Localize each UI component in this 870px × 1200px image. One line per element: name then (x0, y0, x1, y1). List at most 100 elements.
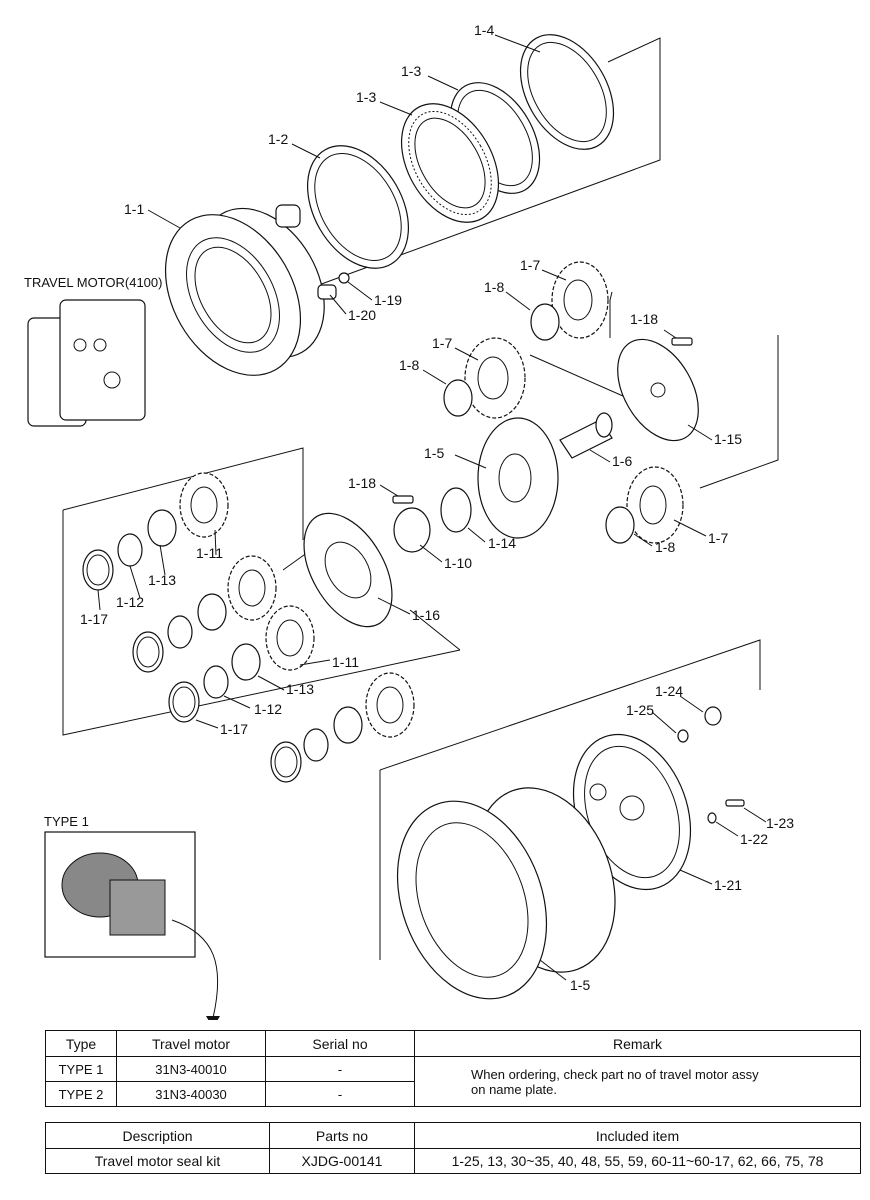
part-1-8-needle-top (530, 303, 560, 341)
cell-serial-no: - (265, 1056, 415, 1082)
part-1-3-bearing (400, 103, 500, 223)
cell-type: TYPE 2 (45, 1081, 117, 1107)
callout-1-12: 1-12 (254, 701, 282, 717)
callouts: 1-4 1-3 1-3 1-2 1-1 1-19 1-20 1-7 1-8 1-… (80, 22, 794, 993)
callout-1-24: 1-24 (655, 683, 683, 699)
callout-1-3: 1-3 (401, 63, 421, 79)
table-header-row: Type Travel motor Serial no Remark (45, 1030, 861, 1057)
remark-line1: When ordering, check part no of travel m… (471, 1066, 759, 1082)
cell-included-item: 1-25, 13, 30~35, 40, 48, 55, 59, 60-11~6… (414, 1148, 861, 1174)
part-1-17-ring-low (168, 681, 200, 723)
part-1-13-bearing-bottom (333, 706, 363, 744)
part-1-10-gear (393, 507, 431, 553)
callout-1-5: 1-5 (424, 445, 444, 461)
part-1-8-needle-mid (443, 379, 473, 417)
callout-1-8: 1-8 (399, 357, 419, 373)
part-1-25-oring (677, 729, 689, 743)
callout-1-19: 1-19 (374, 292, 402, 308)
table-row: TYPE 1 31N3-40010 - When ordering, check… (45, 1056, 861, 1107)
callout-1-15: 1-15 (714, 431, 742, 447)
leader-lines (97, 34, 767, 981)
cell-type: TYPE 1 (45, 1056, 117, 1082)
part-1-17-ring-top (82, 549, 114, 591)
table-header-row: Description Parts no Included item (45, 1122, 861, 1149)
part-1-13-bearing-mid (197, 593, 227, 631)
header-remark: Remark (414, 1030, 861, 1057)
callout-1-6: 1-6 (612, 453, 632, 469)
header-type: Type (45, 1030, 117, 1057)
part-1-8-needle-right (605, 506, 635, 544)
part-1-14-snap-ring (440, 487, 472, 533)
frame-lines (62, 37, 779, 960)
part-1-6-shaft (559, 412, 613, 459)
cell-description: Travel motor seal kit (45, 1148, 270, 1174)
callout-1-13: 1-13 (148, 572, 176, 588)
callout-1-22: 1-22 (740, 831, 768, 847)
callout-1-17: 1-17 (80, 611, 108, 627)
header-parts-no: Parts no (269, 1122, 415, 1149)
part-1-11-gear-low (265, 605, 315, 671)
part-1-13-bearing-top (147, 509, 177, 547)
travel-motor-4100-picture (27, 299, 146, 427)
table-row: Travel motor seal kit XJDG-00141 1-25, 1… (45, 1148, 861, 1174)
part-1-1-housing (164, 204, 350, 376)
table-row: TYPE 2 31N3-40030 - (45, 1081, 861, 1107)
part-1-12-spacer-bottom (303, 728, 329, 762)
callout-1-25: 1-25 (626, 702, 654, 718)
part-1-5-drum-housing (396, 787, 616, 1000)
header-travel-motor: Travel motor (116, 1030, 266, 1057)
part-1-7-gear-top (551, 261, 609, 339)
part-1-11-gear-mid (227, 555, 277, 621)
callout-1-12: 1-12 (116, 594, 144, 610)
part-1-11-gear-bottom (365, 672, 415, 738)
part-1-15-plate (617, 338, 699, 442)
part-1-4-ring (519, 34, 615, 150)
remark-line2: on name plate. (471, 1081, 558, 1097)
callout-1-5: 1-5 (570, 977, 590, 993)
part-1-5-carrier (477, 417, 559, 539)
part-1-11-gear-top (179, 472, 229, 538)
callout-1-4: 1-4 (474, 22, 494, 38)
callout-1-18: 1-18 (630, 311, 658, 327)
callout-1-8: 1-8 (655, 539, 675, 555)
part-1-18-bolt-mid (392, 495, 414, 504)
callout-1-14: 1-14 (488, 535, 516, 551)
header-serial-no: Serial no (265, 1030, 415, 1057)
part-1-17-ring-mid (132, 631, 164, 673)
callout-1-1: 1-1 (124, 201, 144, 217)
exploded-parts-diagram: TRAVEL MOTOR(4100) TYPE 1 (24, 22, 794, 1020)
part-1-24-plug (704, 706, 722, 726)
cell-serial-no: - (265, 1081, 415, 1107)
part-1-2-seal (306, 145, 410, 269)
callout-1-8: 1-8 (484, 279, 504, 295)
callout-1-16: 1-16 (412, 607, 440, 623)
cell-travel-motor: 31N3-40010 (116, 1056, 266, 1082)
callout-1-20: 1-20 (348, 307, 376, 323)
seal-kit-table: Description Parts no Included item Trave… (45, 1122, 861, 1174)
callout-1-10: 1-10 (444, 555, 472, 571)
cell-parts-no: XJDG-00141 (269, 1148, 415, 1174)
callout-1-11: 1-11 (196, 545, 223, 561)
part-1-17-ring-bottom (270, 741, 302, 783)
callout-1-7: 1-7 (708, 530, 728, 546)
callout-1-7: 1-7 (520, 257, 540, 273)
part-1-12-spacer-top (117, 533, 143, 567)
part-1-7-gear-mid (464, 337, 526, 419)
part-1-7-gear-right (626, 466, 684, 544)
type1-photo (44, 831, 220, 1020)
header-description: Description (45, 1122, 270, 1149)
callout-1-21: 1-21 (714, 877, 742, 893)
callout-1-2: 1-2 (268, 131, 288, 147)
callout-1-7: 1-7 (432, 335, 452, 351)
part-1-13-bearing-low (231, 643, 261, 681)
callout-1-11: 1-11 (332, 654, 359, 670)
type1-caption: TYPE 1 (44, 814, 89, 829)
callout-1-13: 1-13 (286, 681, 314, 697)
part-1-18-bolt-top (671, 337, 693, 346)
part-1-12-spacer-mid (167, 615, 193, 649)
part-1-16-plate (303, 512, 393, 628)
callout-1-3: 1-3 (356, 89, 376, 105)
travel-motor-type-table: Type Travel motor Serial no Remark TYPE … (45, 1030, 861, 1107)
cell-travel-motor: 31N3-40030 (116, 1081, 266, 1107)
header-included-item: Included item (414, 1122, 861, 1149)
